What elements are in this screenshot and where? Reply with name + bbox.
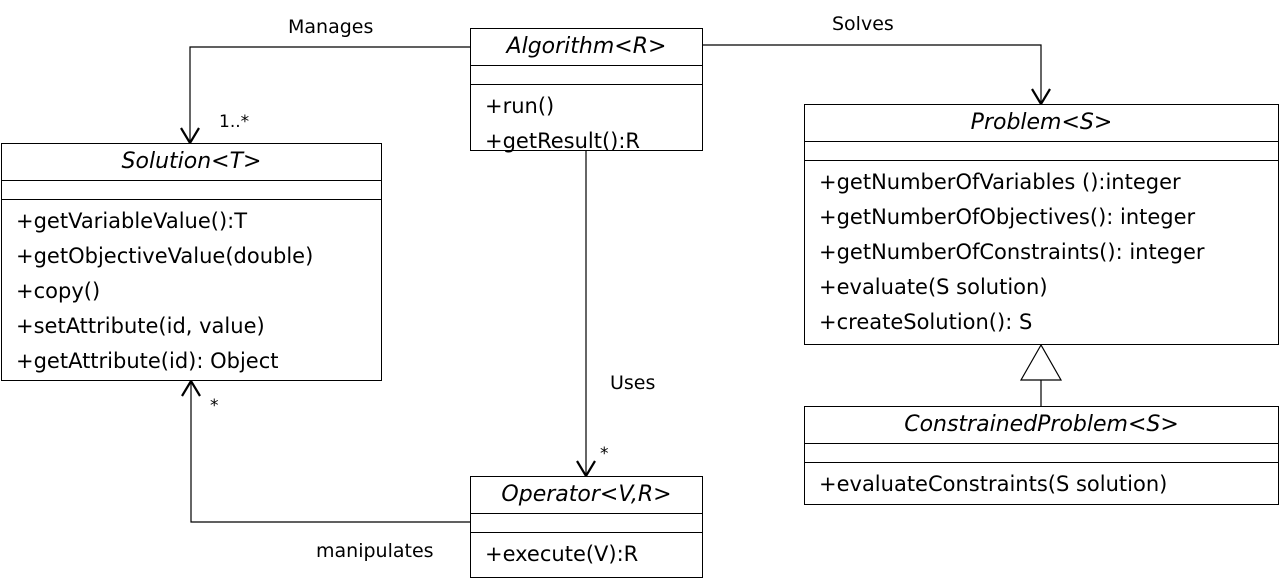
solution-class-name: Solution<T>: [2, 144, 381, 181]
algorithm-operation: +getResult():R: [485, 129, 641, 153]
manipulates-arrowhead: [181, 378, 201, 397]
algorithm-class-name: Algorithm<R>: [471, 29, 702, 66]
problem-operation: +getNumberOfVariables ():integer: [819, 170, 1181, 194]
problem-operation: +getNumberOfConstraints(): integer: [819, 240, 1205, 264]
solution-operation: +getAttribute(id): Object: [16, 349, 279, 373]
manages-multiplicity: 1..*: [219, 112, 250, 132]
solution-operation: +setAttribute(id, value): [16, 314, 265, 338]
problem-operation: +getNumberOfObjectives(): integer: [819, 205, 1196, 229]
operator-class-name: Operator<V,R>: [471, 477, 702, 514]
manipulates-multiplicity: *: [210, 396, 219, 416]
solution-operation: +getObjectiveValue(double): [16, 244, 314, 268]
operator-class: Operator<V,R> +execute(V):R: [470, 476, 703, 578]
manipulates-label: manipulates: [316, 540, 434, 562]
constrained-problem-operation: +evaluateConstraints(S solution): [819, 472, 1168, 496]
uses-label: Uses: [610, 372, 656, 394]
algorithm-operation: +run(): [485, 94, 555, 118]
algorithm-class: Algorithm<R> +run() +getResult():R: [470, 28, 703, 153]
solution-operation: +copy(): [16, 279, 101, 303]
problem-operation: +evaluate(S solution): [819, 275, 1048, 299]
constrained-problem-class: ConstrainedProblem<S> +evaluateConstrain…: [804, 406, 1279, 505]
solves-label: Solves: [832, 13, 894, 35]
algorithm-attributes: [471, 66, 702, 85]
constrained-problem-operations: +evaluateConstraints(S solution): [805, 463, 1278, 502]
manages-line: [189, 46, 470, 143]
solution-operation: +getVariableValue():T: [16, 209, 248, 233]
manipulates-line: [190, 381, 470, 523]
problem-class: Problem<S> +getNumberOfVariables ():inte…: [804, 104, 1279, 345]
problem-class-name: Problem<S>: [805, 105, 1278, 142]
inheritance-triangle: [1019, 343, 1063, 381]
constrained-problem-class-name: ConstrainedProblem<S>: [805, 407, 1278, 444]
solution-class: Solution<T> +getVariableValue():T +getOb…: [1, 143, 382, 381]
problem-operations: +getNumberOfVariables ():integer +getNum…: [805, 161, 1278, 340]
manages-label: Manages: [288, 16, 374, 38]
operator-operations: +execute(V):R: [471, 533, 702, 572]
solution-operations: +getVariableValue():T +getObjectiveValue…: [2, 200, 381, 379]
solves-line: [703, 44, 1042, 104]
operator-attributes: [471, 514, 702, 533]
constrained-problem-attributes: [805, 444, 1278, 463]
solution-attributes: [2, 181, 381, 200]
uses-multiplicity: *: [600, 444, 609, 464]
algorithm-operations: +run() +getResult():R: [471, 85, 702, 159]
operator-operation: +execute(V):R: [485, 542, 639, 566]
problem-attributes: [805, 142, 1278, 161]
problem-operation: +createSolution(): S: [819, 310, 1033, 334]
